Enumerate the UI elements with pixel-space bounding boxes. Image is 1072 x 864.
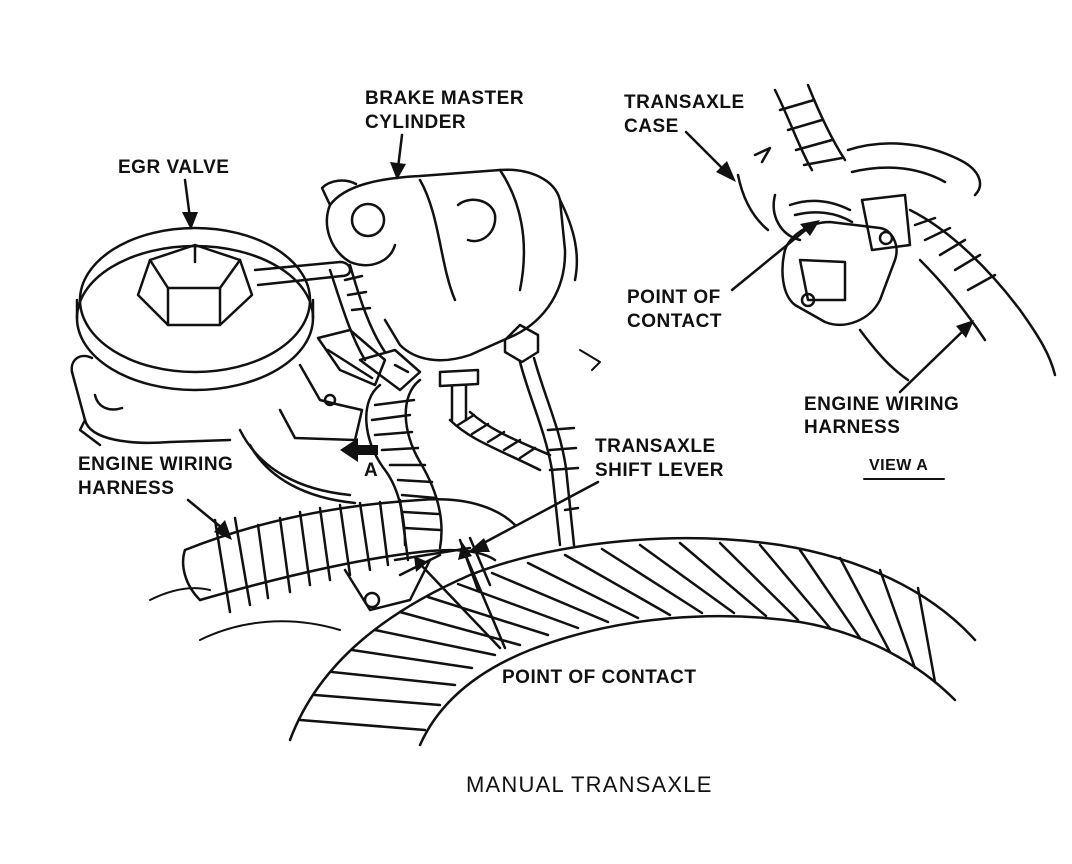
- engine-wiring-harness-inset-label-line1: ENGINE WIRING: [804, 394, 959, 415]
- branch-harness-drawing: [448, 410, 552, 472]
- engine-wiring-harness-inset-label-line2: HARNESS: [804, 417, 900, 438]
- diagram-caption: MANUAL TRANSAXLE: [466, 772, 713, 797]
- brake-master-cylinder-label-line2: CYLINDER: [365, 112, 466, 133]
- engine-wiring-harness-main-label-line1: ENGINE WIRING: [78, 454, 233, 475]
- leader-lines: [182, 130, 974, 650]
- brake-master-cylinder-drawing: [320, 168, 579, 362]
- diagram-labels: EGR VALVE BRAKE MASTER CYLINDER TRANSAXL…: [78, 88, 959, 797]
- transaxle-shift-lever-label-line1: TRANSAXLE: [595, 436, 716, 457]
- brake-line-drawing: [503, 323, 580, 547]
- egr-valve-drawing: [70, 226, 352, 447]
- valve-bracket-drawing: [238, 363, 364, 505]
- transaxle-case-label-line1: TRANSAXLE: [624, 92, 745, 113]
- shift-lever-drawing: [343, 536, 492, 612]
- transaxle-shift-lever-label-line2: SHIFT LEVER: [595, 460, 724, 481]
- engine-wiring-harness-main-label-line2: HARNESS: [78, 478, 174, 499]
- egr-valve-label: EGR VALVE: [118, 157, 229, 178]
- view-a-arrow: [340, 438, 378, 462]
- brake-master-cylinder-label-line1: BRAKE MASTER: [365, 88, 524, 109]
- inset-view-a-illustration: [736, 83, 1057, 382]
- view-a-marker: A: [364, 460, 378, 481]
- point-of-contact-main-label: POINT OF CONTACT: [502, 667, 696, 688]
- connector-cluster-drawing: [316, 263, 422, 392]
- point-of-contact-inset-label-line1: POINT OF: [627, 287, 721, 308]
- view-a-title: VIEW A: [869, 457, 928, 474]
- transaxle-case-label-line2: CASE: [624, 116, 679, 137]
- point-of-contact-inset-label-line2: CONTACT: [627, 311, 722, 332]
- foreground-harness-drawing: [288, 537, 977, 747]
- engine-contour-drawing: [149, 349, 601, 641]
- main-illustration: A: [70, 168, 977, 747]
- tee-fitting-drawing: [438, 368, 480, 422]
